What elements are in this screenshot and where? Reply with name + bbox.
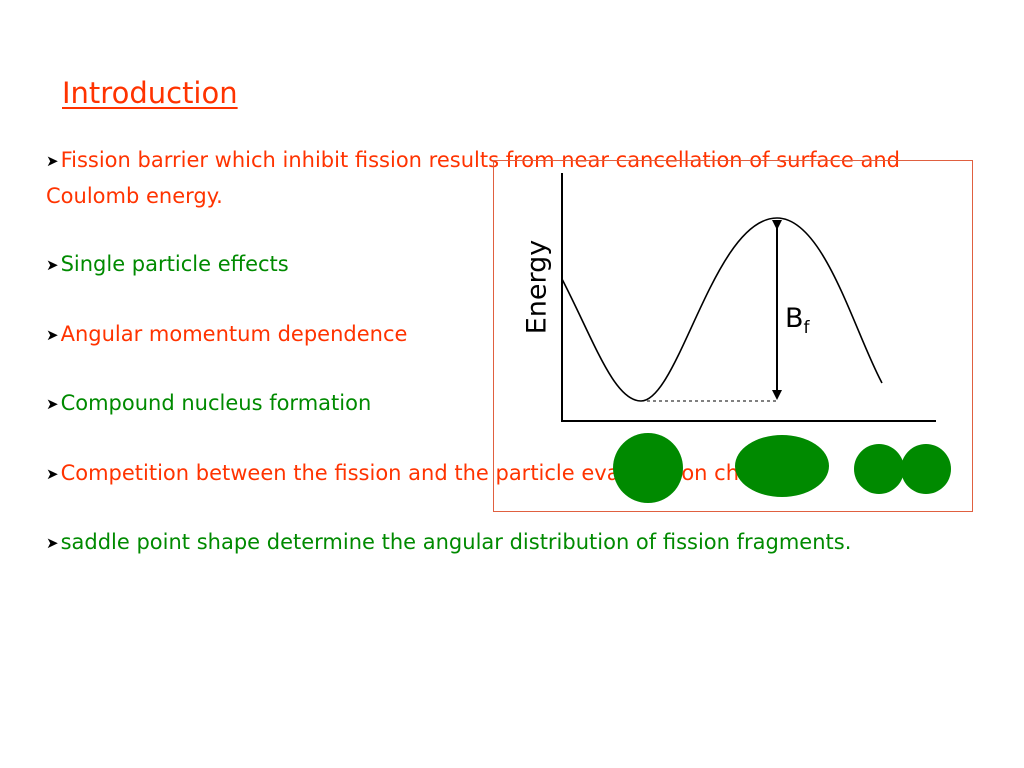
bullet-item: ➤saddle point shape determine the angula…: [46, 525, 946, 561]
arrowhead-bullet-icon: ➤: [46, 464, 59, 483]
sphere-icon: [613, 433, 683, 503]
bullet-item: ➤Angular momentum dependence: [46, 317, 946, 353]
arrowhead-bullet-icon: ➤: [46, 256, 59, 274]
bullet-text: Angular momentum dependence: [60, 321, 408, 346]
arrowhead-bullet-icon: ➤: [46, 152, 59, 170]
barrier-label-subscript: f: [803, 318, 810, 338]
arrowhead-bullet-icon: ➤: [46, 395, 59, 413]
barrier-label: Bf: [785, 303, 810, 338]
arrowhead-bullet-icon: ➤: [46, 534, 59, 552]
barrier-label-main: B: [785, 303, 804, 334]
y-axis-label: Energy: [521, 239, 553, 335]
scission-two-spheres-icon: [854, 444, 904, 494]
energy-curve-diagram: [561, 173, 951, 503]
bullet-item: ➤Single particle effects: [46, 247, 946, 283]
slide-title: Introduction: [62, 76, 238, 110]
bullet-text: Compound nucleus formation: [60, 391, 372, 415]
bullet-text: saddle point shape determine the angular…: [60, 530, 852, 554]
scission-two-spheres-icon: [901, 444, 951, 494]
arrowhead-bullet-icon: ➤: [46, 325, 59, 344]
bullet-item: ➤Compound nucleus formation: [46, 386, 946, 422]
bullet-text: Single particle effects: [60, 252, 289, 276]
ellipsoid-icon: [735, 435, 829, 497]
potential-energy-curve: [561, 217, 883, 402]
fission-barrier-figure: [493, 160, 973, 512]
